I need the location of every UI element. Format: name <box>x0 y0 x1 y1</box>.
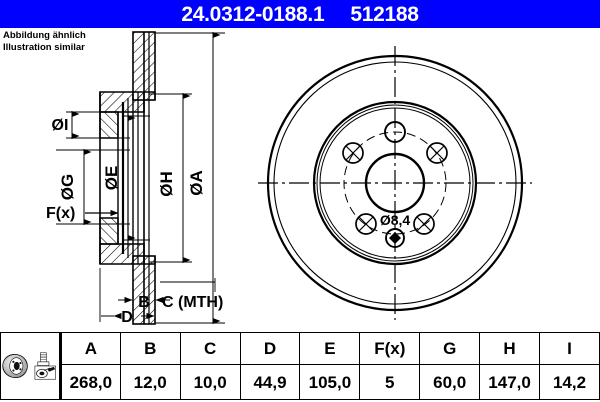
table-header-B: B <box>119 331 181 366</box>
label-B: B <box>138 294 150 311</box>
notice-line-en: Illustration similar <box>3 41 85 53</box>
bolt-hole <box>426 142 448 164</box>
bolt-icon <box>37 352 50 366</box>
dimension-C: C (MTH) <box>160 278 223 311</box>
section-upper-boss <box>99 111 119 139</box>
label-diameter-E: ØE <box>102 166 121 191</box>
section-lower-boss <box>99 217 119 245</box>
table-header-E: E <box>299 331 361 366</box>
illustration-notice: Abbildung ähnlich Illustration similar <box>3 30 86 53</box>
table-value-D: 44,9 <box>239 364 301 400</box>
table-value-G: 60,0 <box>419 364 481 400</box>
table-value-A: 268,0 <box>59 364 121 400</box>
front-view: Ø8,4 <box>258 46 532 320</box>
label-diameter-I: ØI <box>52 117 69 134</box>
table-value-H: 147,0 <box>479 364 541 400</box>
dimension-diameter-G: ØG <box>56 148 130 226</box>
icon-cell <box>0 332 62 400</box>
bolt-hole <box>355 213 377 235</box>
thickness-gauge-icon <box>34 365 56 380</box>
ate-number: 512188 <box>350 2 419 26</box>
specification-table: A B C D E F(x) G H I 268,0 12,0 10,0 44,… <box>0 331 600 400</box>
icon-group <box>2 352 56 380</box>
drawing-svg: ØI ØG ØE F(x) <box>46 31 532 326</box>
notice-line-de: Abbildung ähnlich <box>3 30 86 41</box>
section-step-lower <box>144 256 156 265</box>
label-diameter-G: ØG <box>58 174 77 200</box>
brake-disc-icon <box>2 353 28 379</box>
table-header-H: H <box>479 331 541 366</box>
table-value-C: 10,0 <box>179 364 241 400</box>
dimension-diameter-A: ØA <box>155 31 225 325</box>
bolt-hole <box>413 213 435 235</box>
table-header-A: A <box>59 331 121 366</box>
label-Fx: F(x) <box>46 205 75 222</box>
table-value-row: 268,0 12,0 10,0 44,9 105,0 5 60,0 147,0 … <box>1 364 600 400</box>
part-number: 24.0312-0188.1 <box>181 2 325 26</box>
table-value-Fx: 5 <box>359 364 421 400</box>
table-header-D: D <box>239 331 301 366</box>
dimension-D: D <box>99 268 156 326</box>
friction-ring-edge-2 <box>316 104 474 262</box>
table-value-E: 105,0 <box>299 364 361 400</box>
table-header-I: I <box>539 331 600 366</box>
label-diameter-A: ØA <box>187 170 206 196</box>
technical-drawing: ØI ØG ØE F(x) <box>0 28 600 328</box>
cross-section-view <box>99 31 156 325</box>
table-header-Fx: F(x) <box>359 331 421 366</box>
dimension-diameter-H: ØH <box>149 92 192 264</box>
table-value-B: 12,0 <box>119 364 181 400</box>
table-value-I: 14,2 <box>539 364 600 400</box>
section-step-upper <box>144 91 156 100</box>
table-header-G: G <box>419 331 481 366</box>
dimension-diameter-I: ØI <box>52 110 130 140</box>
header-bar: 24.0312-0188.1 512188 <box>0 0 600 28</box>
dimension-diameter-E: ØE <box>102 114 150 242</box>
bolt-hole <box>342 142 364 164</box>
label-diameter-H: ØH <box>157 171 176 197</box>
label-D: D <box>121 309 133 326</box>
label-C: C (MTH) <box>162 294 223 311</box>
table-header-C: C <box>179 331 241 366</box>
table-header-row: A B C D E F(x) G H I <box>0 331 600 400</box>
dimension-Fx: F(x) <box>46 205 119 222</box>
